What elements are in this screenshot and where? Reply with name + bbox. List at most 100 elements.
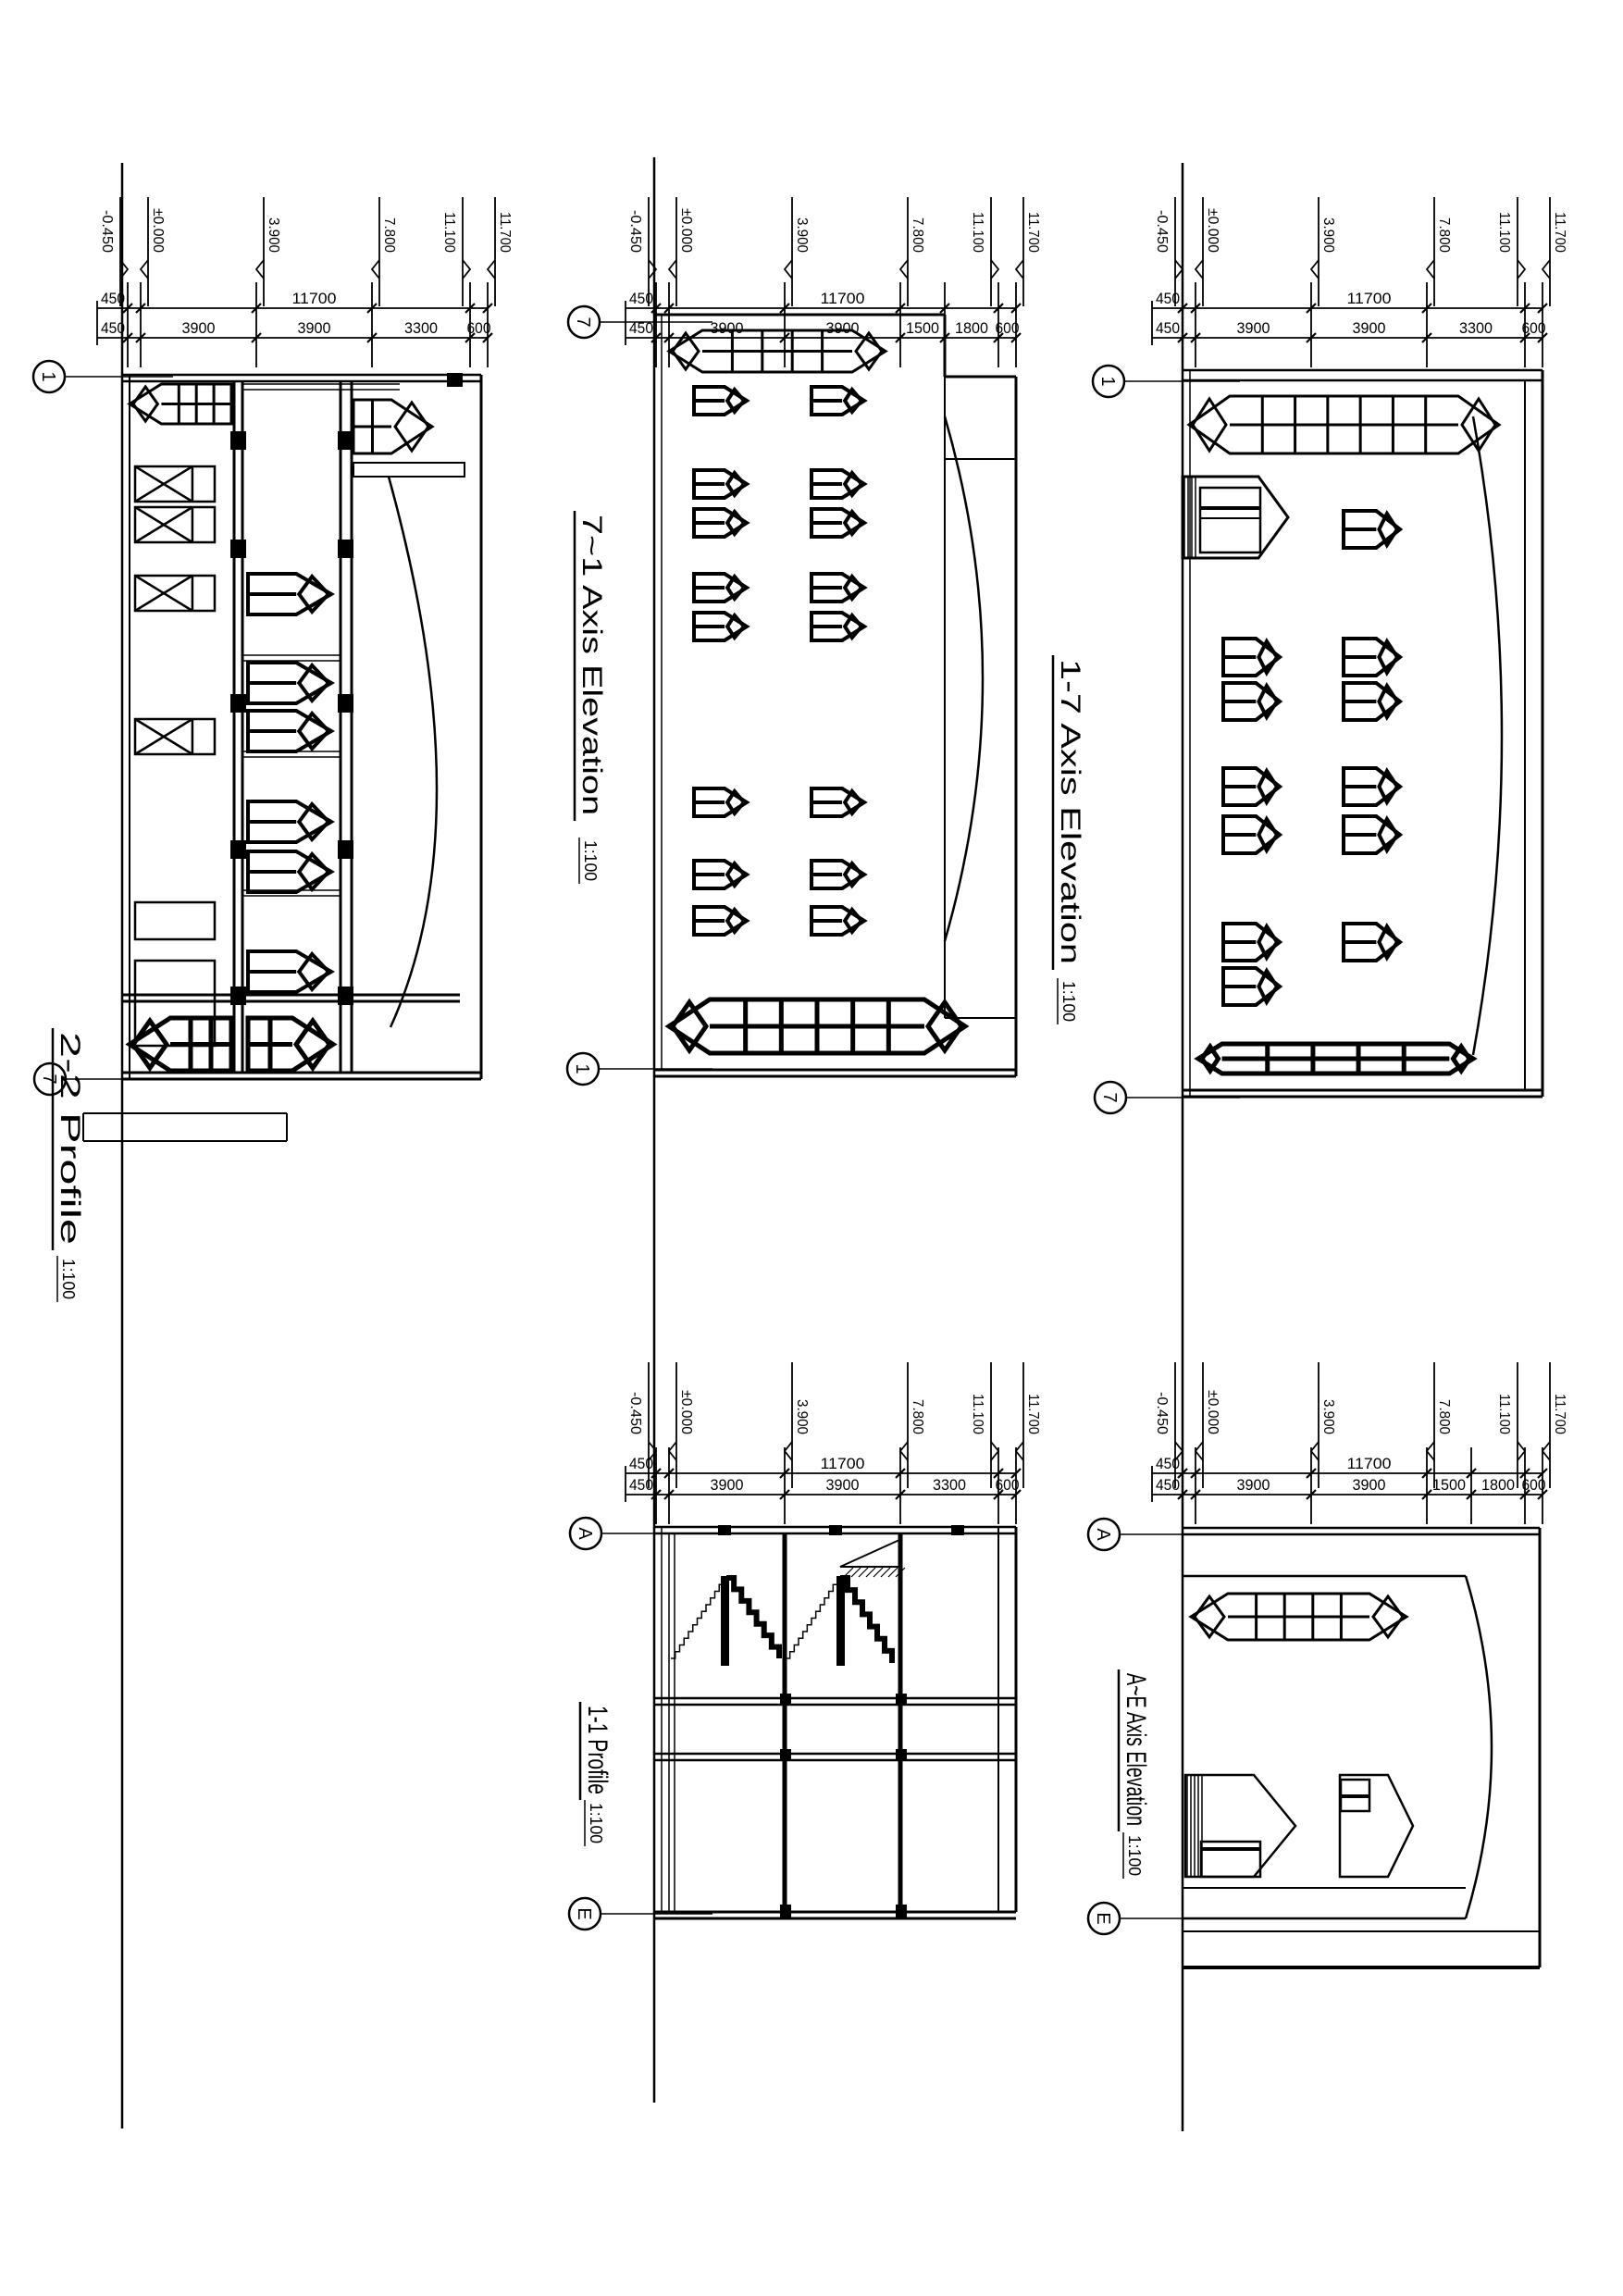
roof-arc	[387, 476, 439, 1028]
level-flag-icon	[254, 259, 265, 279]
level-label: 7.800	[1436, 217, 1452, 253]
axis-label: A	[575, 1527, 595, 1540]
dim-label: 600	[1522, 319, 1546, 337]
dim-tick	[663, 303, 675, 314]
dim-label: 450	[1156, 1455, 1180, 1472]
level-flag-icon	[648, 259, 658, 279]
entrance-outline	[1181, 475, 1290, 560]
column-block	[896, 1905, 907, 1917]
pointed-window	[1342, 922, 1404, 962]
dim-label: 1500	[1432, 1476, 1466, 1494]
axis-bubble	[1086, 1517, 1121, 1552]
detail-rect	[1198, 486, 1262, 554]
hatch-lines	[858, 1567, 869, 1578]
column-block	[896, 1749, 907, 1760]
diamond-pane	[1193, 1594, 1226, 1640]
diamond-pane	[1377, 766, 1400, 807]
level-label: 11.700	[1025, 1394, 1041, 1434]
dim-label: 3900	[1237, 319, 1270, 337]
hatch-lines	[895, 1567, 906, 1578]
diamond-pane	[1377, 637, 1400, 677]
axis-label: 7	[573, 316, 593, 327]
axis-bubble	[566, 304, 601, 340]
dim-tick	[895, 303, 906, 314]
column-block	[721, 1576, 729, 1666]
dim-tick	[1010, 303, 1022, 314]
diamond-pane	[842, 508, 864, 538]
roof-arc	[1464, 1575, 1493, 1919]
dim-tick	[1190, 332, 1201, 343]
level-flag-icon	[119, 259, 130, 279]
dim-tick	[1010, 1489, 1022, 1500]
level-flag-icon	[1014, 1441, 1024, 1461]
dim-tick	[1421, 303, 1432, 314]
diamond-pane	[1257, 814, 1280, 855]
dim-tick	[1537, 1489, 1548, 1500]
column-block	[230, 840, 246, 859]
diamond-pane	[1450, 1042, 1473, 1075]
dim-tick	[779, 303, 790, 314]
dim-label: 3900	[298, 319, 331, 337]
brace-diagonal	[134, 465, 193, 503]
dim-tick	[1466, 1468, 1477, 1479]
entrance-outline	[1183, 1773, 1297, 1879]
dim-label: 450	[629, 1455, 653, 1472]
level-flag-icon	[1174, 1441, 1184, 1461]
panel-title: 2-2 Profile	[55, 1032, 85, 1245]
braced-panel	[133, 574, 217, 613]
dim-tick	[1421, 1489, 1432, 1500]
diamond-pane	[292, 1016, 333, 1073]
dim-tick	[251, 332, 262, 343]
panel-scale: 1:100	[59, 1259, 78, 1299]
pointed-window	[246, 850, 335, 894]
dim-tick	[993, 1489, 1004, 1500]
stair-flight	[671, 1578, 725, 1659]
diamond-pane	[842, 860, 864, 889]
dim-tick	[1177, 332, 1188, 343]
diamond-pane	[296, 850, 331, 893]
dim-tick	[1177, 1468, 1188, 1479]
dim-tick	[482, 303, 493, 314]
level-flag-icon	[1174, 259, 1184, 279]
level-flag-icon	[1541, 259, 1551, 279]
level-flag-icon	[1517, 1441, 1527, 1461]
level-label: 7.800	[910, 1399, 925, 1434]
level-label: 3.900	[266, 217, 281, 253]
level-label: 11.100	[1496, 1394, 1512, 1434]
pointed-window	[1342, 637, 1404, 677]
dim-tick	[650, 332, 662, 343]
dim-label: 11700	[821, 290, 865, 307]
diamond-pane	[725, 860, 747, 889]
diamond-pane	[725, 788, 747, 817]
level-label: ±0.000	[678, 1390, 694, 1434]
dim-label: 450	[629, 290, 653, 307]
level-label: -0.450	[1154, 210, 1170, 253]
diamond-pane	[130, 1016, 170, 1073]
band-window	[1188, 1592, 1409, 1642]
panel-title: 1-1 Profile	[582, 1706, 613, 1794]
dim-tick	[779, 332, 790, 343]
dim-label: 1500	[906, 319, 939, 337]
level-flag-icon	[667, 259, 677, 279]
dim-tick	[1519, 1468, 1530, 1479]
stair-flight	[840, 1575, 895, 1663]
dim-label: 450	[629, 1476, 653, 1494]
axis-label: A	[1093, 1528, 1113, 1541]
axis-label: 7	[39, 1074, 59, 1084]
dim-label: 450	[629, 319, 653, 337]
axis-label: 1	[572, 1063, 592, 1074]
level-label: 11.700	[1025, 212, 1041, 253]
panel-scale: 1:100	[1125, 1835, 1144, 1876]
level-flag-icon	[990, 259, 1000, 279]
braced-panel	[133, 717, 217, 756]
diamond-pane	[1257, 637, 1280, 677]
level-flag-icon	[1194, 1441, 1204, 1461]
dim-tick	[939, 303, 950, 314]
level-label: 3.900	[794, 217, 810, 253]
dim-tick	[1537, 303, 1548, 314]
dim-label: 3900	[1353, 319, 1386, 337]
diamond-pane	[842, 386, 864, 416]
